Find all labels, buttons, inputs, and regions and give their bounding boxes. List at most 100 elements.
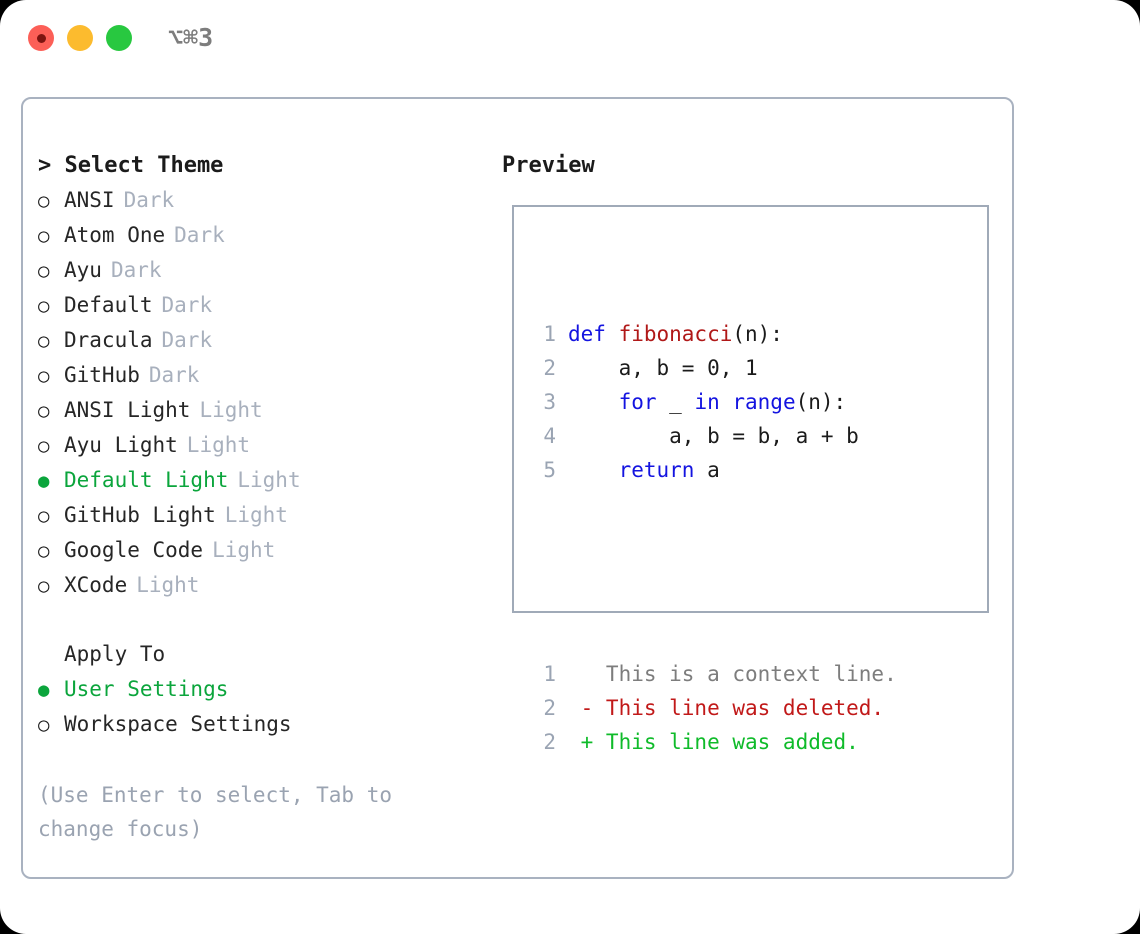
select-theme-header: > Select Theme xyxy=(38,153,224,178)
apply-to-option[interactable]: ○ Workspace Settings xyxy=(38,707,468,742)
code-token: This is a context line. xyxy=(568,662,897,686)
radio-unselected-icon: ○ xyxy=(38,575,50,597)
theme-name: ANSI Light xyxy=(64,398,191,422)
diff-line: 1 This is a context line. xyxy=(526,657,897,691)
line-number: 1 xyxy=(543,322,556,346)
code-line: 5 return a xyxy=(526,453,897,487)
theme-name: XCode xyxy=(64,573,128,597)
radio-unselected-icon: ○ xyxy=(38,225,50,247)
radio-unselected-icon: ○ xyxy=(38,400,50,422)
apply-to-option[interactable]: ●User Settings xyxy=(38,672,468,707)
code-token xyxy=(568,385,619,419)
radio-unselected-icon: ○ xyxy=(38,435,50,457)
close-button[interactable] xyxy=(28,25,54,51)
radio-unselected-icon: ○ xyxy=(38,540,50,562)
radio-unselected-icon: ○ xyxy=(38,330,50,352)
code-token: (n): xyxy=(732,322,783,346)
window-controls xyxy=(28,25,132,51)
code-token: _ xyxy=(656,390,695,414)
diff-line: 2 + This line was added. xyxy=(526,725,897,759)
theme-category-tag: Light xyxy=(237,468,301,492)
apply-to-option-label: User Settings xyxy=(64,677,229,701)
preview-column: Preview xyxy=(502,149,1002,183)
preview-header: Preview xyxy=(502,153,595,178)
diff-line: 2 - This line was deleted. xyxy=(526,691,897,725)
theme-category-tag: Dark xyxy=(161,293,213,317)
apply-to-options[interactable]: ●User Settings ○ Workspace Settings xyxy=(38,672,468,742)
theme-list-item[interactable]: ○ XCode Light xyxy=(38,568,468,603)
theme-list-item[interactable]: ○ Ayu Dark xyxy=(38,253,468,288)
code-token: return xyxy=(618,458,695,482)
line-number: 1 xyxy=(543,662,556,686)
code-token: in range xyxy=(694,390,796,414)
theme-list-item[interactable]: ○ Default Dark xyxy=(38,288,468,323)
theme-name: Google Code xyxy=(64,538,204,562)
theme-list-item[interactable]: ○ Dracula Dark xyxy=(38,323,468,358)
theme-name: Dracula xyxy=(64,328,153,352)
line-number: 3 xyxy=(543,390,556,414)
line-number: 2 xyxy=(543,730,556,754)
code-token: + This line was added. xyxy=(568,730,859,754)
code-token: a, b = 0, 1 xyxy=(568,356,758,380)
theme-name: Ayu xyxy=(64,258,102,282)
radio-selected-icon: ● xyxy=(38,470,50,492)
radio-unselected-icon: ○ xyxy=(38,365,50,387)
theme-list-item[interactable]: ○ GitHub Dark xyxy=(38,358,468,393)
keyboard-hint-text: (Use Enter to select, Tab to change focu… xyxy=(38,783,393,841)
theme-name: GitHub xyxy=(64,363,140,387)
minimize-button[interactable] xyxy=(67,25,93,51)
theme-name: ANSI xyxy=(64,188,115,212)
theme-name: Default xyxy=(64,293,153,317)
line-number: 2 xyxy=(543,696,556,720)
code-token xyxy=(568,453,619,487)
theme-category-tag: Light xyxy=(186,433,251,457)
line-number: 4 xyxy=(543,424,556,448)
line-number: 5 xyxy=(543,458,556,482)
radio-unselected-icon: ○ xyxy=(38,260,50,282)
code-token: - This line was deleted. xyxy=(568,696,885,720)
code-token: a xyxy=(694,458,720,482)
apply-to-section: ○ Apply To ●User Settings○Workspace Sett… xyxy=(38,637,468,742)
radio-unselected-icon: ○ xyxy=(38,714,50,736)
code-token: fibonacci xyxy=(618,322,733,346)
radio-unselected-icon: ○ xyxy=(38,295,50,317)
theme-category-tag: Dark xyxy=(148,363,200,387)
code-token: (n): xyxy=(795,390,847,414)
theme-name: GitHub Light xyxy=(64,503,216,527)
theme-list-item[interactable]: ● Default Light Light xyxy=(38,463,468,498)
maximize-button[interactable] xyxy=(106,25,132,51)
code-line: 4 a, b = b, a + b xyxy=(526,419,897,453)
line-number: 2 xyxy=(543,356,556,380)
code-token: for xyxy=(618,390,657,414)
apply-to-label: Apply To xyxy=(64,642,166,666)
theme-list-item[interactable]: ○ Google Code Light xyxy=(38,533,468,568)
theme-list-item[interactable]: ○ GitHub Light Light xyxy=(38,498,468,533)
code-spacer xyxy=(526,555,897,589)
title-bar: ⌥⌘3 xyxy=(0,0,1140,78)
keyboard-shortcut-label: ⌥⌘3 xyxy=(168,23,214,52)
theme-category-tag: Dark xyxy=(174,223,225,247)
theme-name: Default Light xyxy=(64,468,229,492)
diff-sample: 1 This is a context line.2 - This line w… xyxy=(526,657,897,759)
code-line: 3 for _ in range(n): xyxy=(526,385,897,419)
apply-to-spacer-icon: ○ xyxy=(38,638,64,672)
theme-category-tag: Light xyxy=(212,538,276,562)
radio-unselected-icon: ○ xyxy=(38,505,50,527)
theme-category-tag: Light xyxy=(224,503,288,527)
theme-category-tag: Dark xyxy=(161,328,213,352)
apply-to-option-label: Workspace Settings xyxy=(64,712,292,736)
theme-category-tag: Light xyxy=(136,573,200,597)
theme-category-tag: Dark xyxy=(110,258,162,282)
code-token: a, b = b, a + b xyxy=(568,424,859,448)
